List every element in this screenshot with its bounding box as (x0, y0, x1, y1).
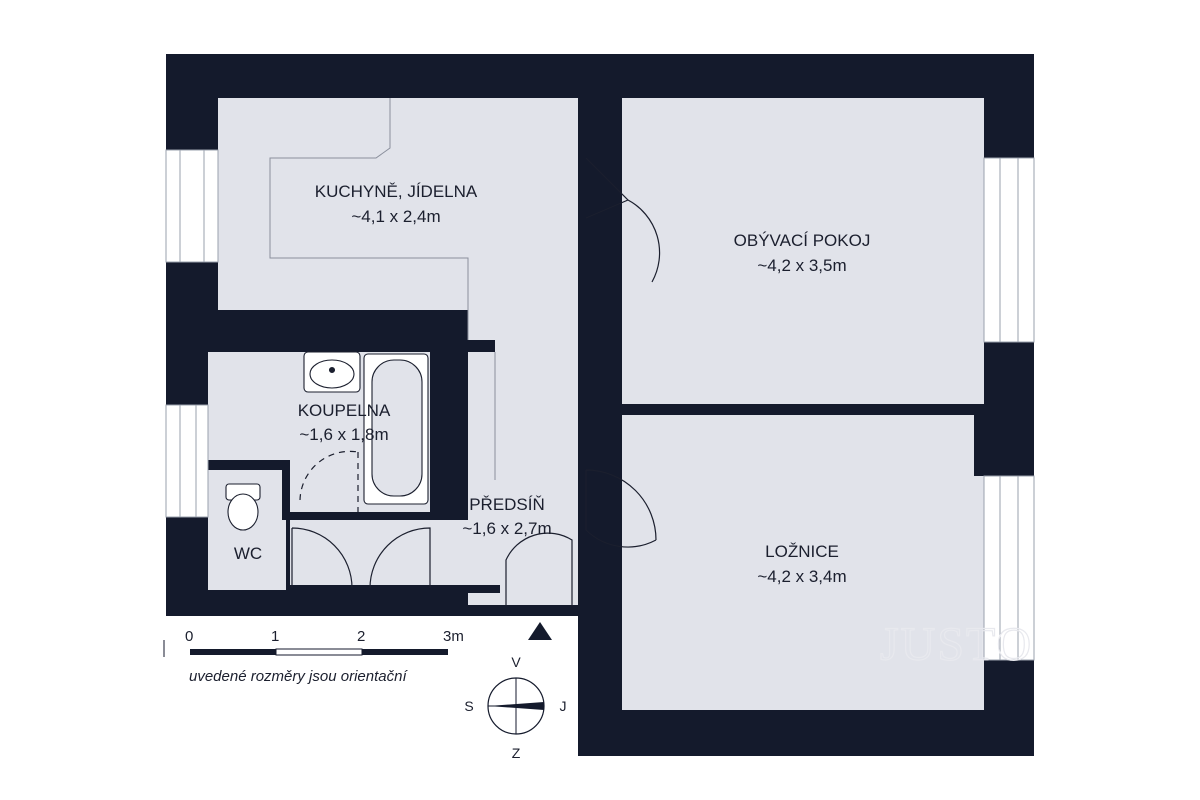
scale-bar: 0 1 2 3m (163, 628, 464, 657)
compass-west: S (464, 698, 473, 714)
scale-tick-2: 2 (357, 628, 365, 645)
interior-walls (190, 98, 984, 593)
room-size-hallway: ~1,6 x 2,7m (462, 519, 551, 538)
room-size-bathroom: ~1,6 x 1,8m (299, 425, 388, 444)
room-name-wc: WC (234, 544, 262, 563)
toilet-icon (225, 483, 261, 531)
dimension-note: uvedené rozměry jsou orientační (189, 668, 408, 685)
room-name-living: OBÝVACÍ POKOJ (734, 231, 871, 250)
room-name-bathroom: KOUPELNA (298, 401, 391, 420)
room-size-living: ~4,2 x 3,5m (757, 256, 846, 275)
watermark-logo: JUSTO (880, 618, 1033, 671)
bathtub-icon (363, 353, 429, 505)
compass-south: Z (512, 745, 521, 761)
compass-north: V (511, 654, 521, 670)
compass-east: J (560, 698, 567, 714)
room-name-kitchen: KUCHYNĚ, JÍDELNA (315, 182, 478, 201)
room-size-kitchen: ~4,1 x 2,4m (351, 207, 440, 226)
compass-icon: V Z S J (464, 654, 566, 761)
entrance-arrow-icon (528, 622, 552, 640)
windows (165, 149, 1035, 661)
room-name-hallway: PŘEDSÍŇ (469, 495, 545, 514)
scale-tick-3: 3m (443, 628, 464, 645)
room-name-bedroom: LOŽNICE (765, 542, 839, 561)
room-size-bedroom: ~4,2 x 3,4m (757, 567, 846, 586)
scale-tick-0: 0 (185, 628, 193, 645)
scale-tick-1: 1 (271, 628, 279, 645)
kitchen-counter (269, 98, 469, 340)
sink-icon (303, 351, 361, 393)
doors (291, 157, 661, 606)
